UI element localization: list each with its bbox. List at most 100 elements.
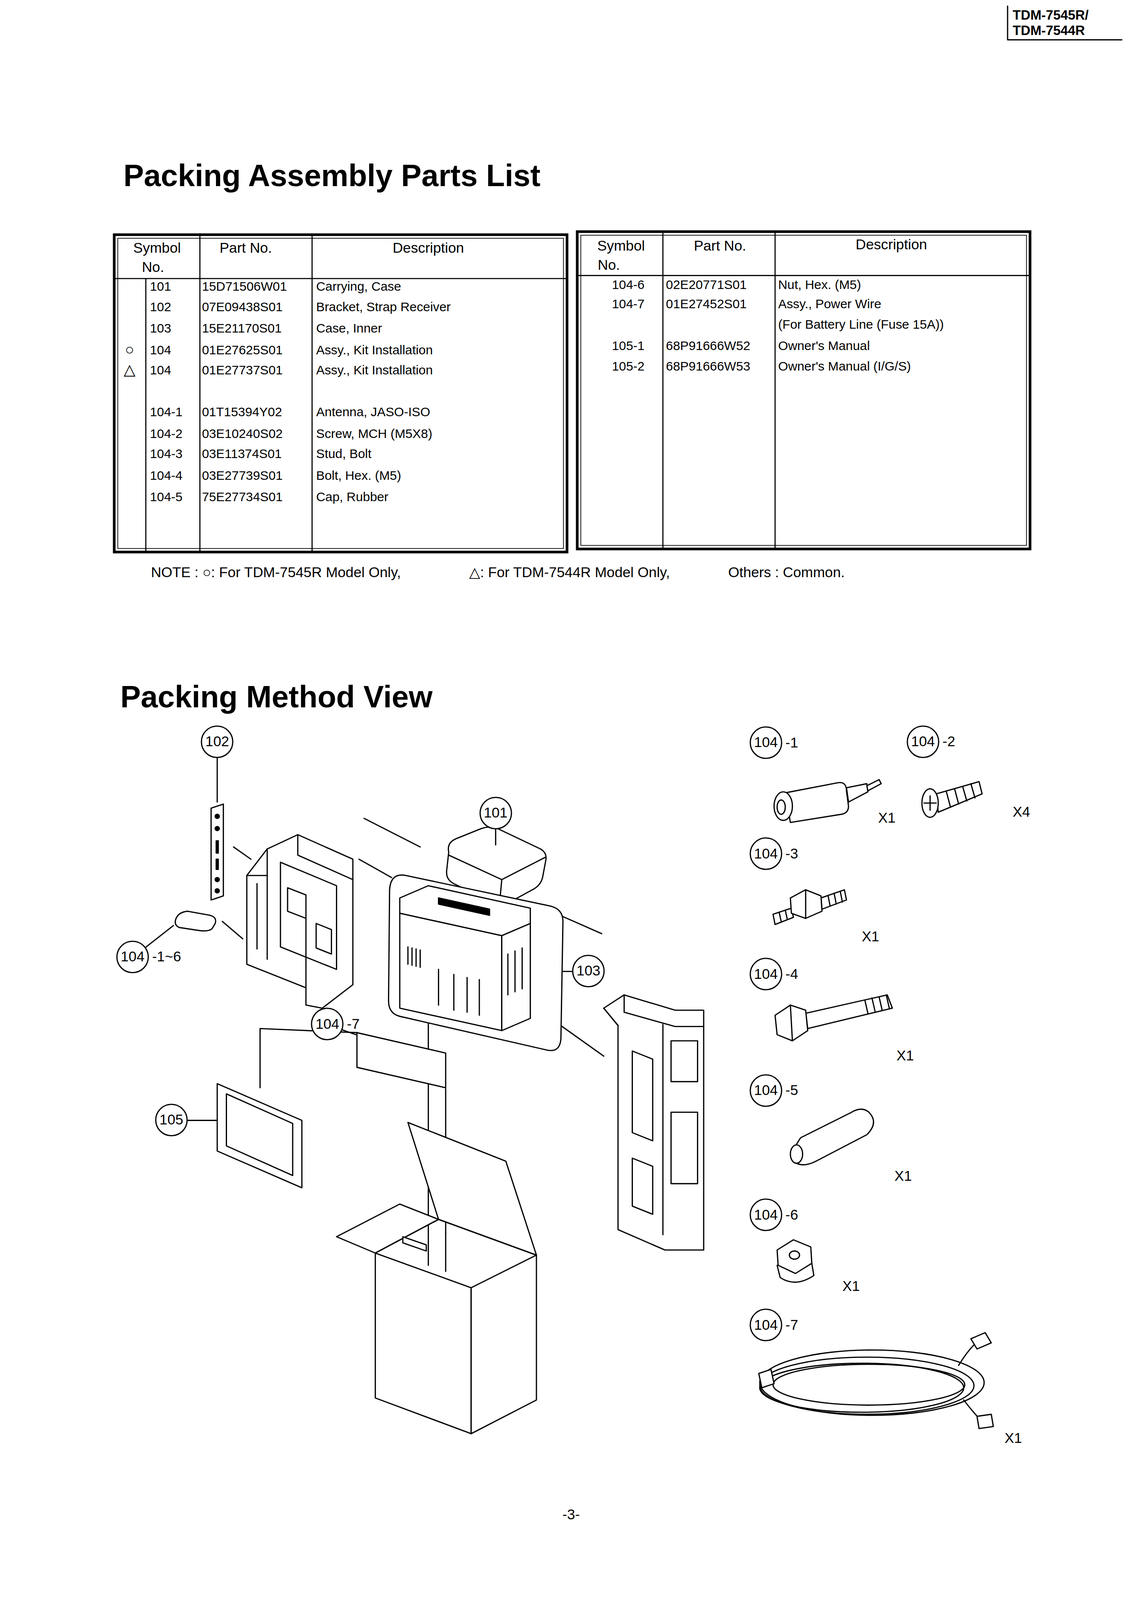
table-cell: Assy., Kit Installation [316, 363, 433, 378]
callout-suffix: -1 [785, 734, 799, 751]
exploded-view [144, 925, 174, 948]
exploded-view [866, 779, 881, 791]
callout-circle [750, 1308, 782, 1341]
parts-table-grid [577, 231, 1030, 549]
exploded-view [408, 946, 523, 1015]
exploded-view [402, 1236, 427, 1251]
exploded-view [976, 1413, 994, 1429]
model-header-rule [1007, 5, 1123, 40]
quantity-label: X4 [1012, 804, 1031, 820]
callout-circle [201, 725, 233, 757]
callout-number: 104 [120, 948, 145, 965]
exploded-view [186, 1119, 216, 1121]
exploded-view [805, 994, 893, 1029]
exploded-view [603, 994, 704, 1251]
table-cell: Nut, Hex. (M5) [778, 277, 861, 292]
table-cell: (For Battery Line (Fuse 15A)) [778, 317, 944, 332]
column-header: Description [855, 236, 927, 253]
exploded-view [772, 1364, 965, 1406]
table-cell: 104 [149, 342, 172, 357]
exploded-view [785, 782, 849, 823]
table-cell: 104-3 [149, 446, 183, 461]
column-header: Part No. [219, 239, 273, 256]
callout-bubble: 104-3 [749, 836, 783, 870]
page-title: Packing Assembly Parts List [123, 158, 541, 193]
callout-circle [750, 1074, 782, 1106]
exploded-view [399, 912, 502, 1031]
exploded-view [936, 781, 983, 813]
model-symbol: △ [123, 361, 136, 379]
table-cell: 03E11374S01 [201, 446, 282, 461]
parts-table-grid [114, 234, 568, 552]
exploded-view [336, 1203, 439, 1254]
exploded-view [375, 1218, 537, 1255]
exploded-view [821, 889, 847, 909]
exploded-view [772, 907, 794, 925]
callout-circle [311, 1008, 343, 1040]
callout-bubble: 104-1 [749, 725, 783, 759]
callout-number: 104 [754, 1317, 779, 1333]
table-cell: Screw, MCH (M5X8) [316, 426, 433, 441]
exploded-view [921, 788, 939, 818]
table-cell: Owner's Manual (I/G/S) [778, 358, 911, 374]
table-cell: 102 [149, 300, 172, 315]
table-cell: 103 [149, 321, 172, 336]
exploded-view [790, 889, 823, 919]
table-cell: 01E27737S01 [201, 363, 283, 378]
exploded-view [759, 1356, 974, 1414]
callout-suffix: -2 [942, 733, 956, 750]
table-cell: 105-1 [612, 338, 645, 353]
table-cell: Owner's Manual [778, 338, 870, 353]
table-cell: 104-2 [149, 426, 183, 441]
exploded-view [216, 840, 219, 870]
table-cell: Carrying, Case [316, 279, 402, 294]
table-cell: 02E20771S01 [665, 277, 747, 292]
callout-number: 104 [754, 1206, 779, 1223]
column-header: Description [392, 239, 464, 256]
exploded-view [758, 1369, 775, 1388]
page-number: -3- [562, 1506, 581, 1523]
column-header: Symbol [133, 239, 181, 256]
exploded-view [958, 1344, 982, 1420]
callout-suffix: -3 [785, 845, 799, 862]
exploded-view [775, 1004, 808, 1041]
callout-circle [572, 955, 604, 987]
exploded-view [864, 994, 890, 1014]
callout-circle [480, 797, 512, 829]
callout-bubble: 104-5 [749, 1073, 783, 1107]
callout-circle [907, 725, 939, 757]
callout-bubble: 104-1~6 [116, 940, 149, 974]
callout-number: 104 [911, 733, 936, 750]
callout-bubble: 103 [571, 954, 605, 988]
table-cell: 01T15394Y02 [201, 405, 283, 420]
exploded-view [777, 1239, 812, 1274]
table-cell: 101 [149, 279, 172, 294]
table-cell: 104-7 [612, 297, 645, 312]
exploded-view [946, 783, 975, 808]
callout-circle [116, 941, 149, 973]
exploded-view [246, 834, 353, 988]
exploded-view [144, 757, 994, 1434]
parts-table-grid [580, 235, 1027, 546]
table-cell: 03E10240S02 [201, 426, 283, 441]
exploded-view [790, 1108, 874, 1165]
callout-circle [750, 1198, 782, 1231]
table-cell: 01E27625S01 [201, 342, 283, 357]
exploded-view [471, 1254, 537, 1434]
exploded-view [217, 1083, 302, 1188]
exploded-view [759, 1344, 985, 1420]
exploded-view [256, 875, 268, 960]
callout-number: 101 [483, 804, 508, 821]
callout-number: 105 [159, 1111, 184, 1128]
column-header: No. [141, 259, 164, 276]
table-cell: 15D71506W01 [201, 279, 287, 294]
parts-table-grid [114, 234, 568, 552]
exploded-view [759, 1349, 985, 1415]
exploded-view [501, 923, 531, 1031]
table-cell: 15E21170S01 [201, 321, 282, 336]
model-symbol: ○ [125, 341, 135, 359]
callout-number: 102 [205, 733, 230, 750]
table-cell: Case, Inner [316, 321, 382, 336]
table-cell: Assy., Power Wire [778, 297, 882, 312]
exploded-view [356, 1032, 446, 1088]
